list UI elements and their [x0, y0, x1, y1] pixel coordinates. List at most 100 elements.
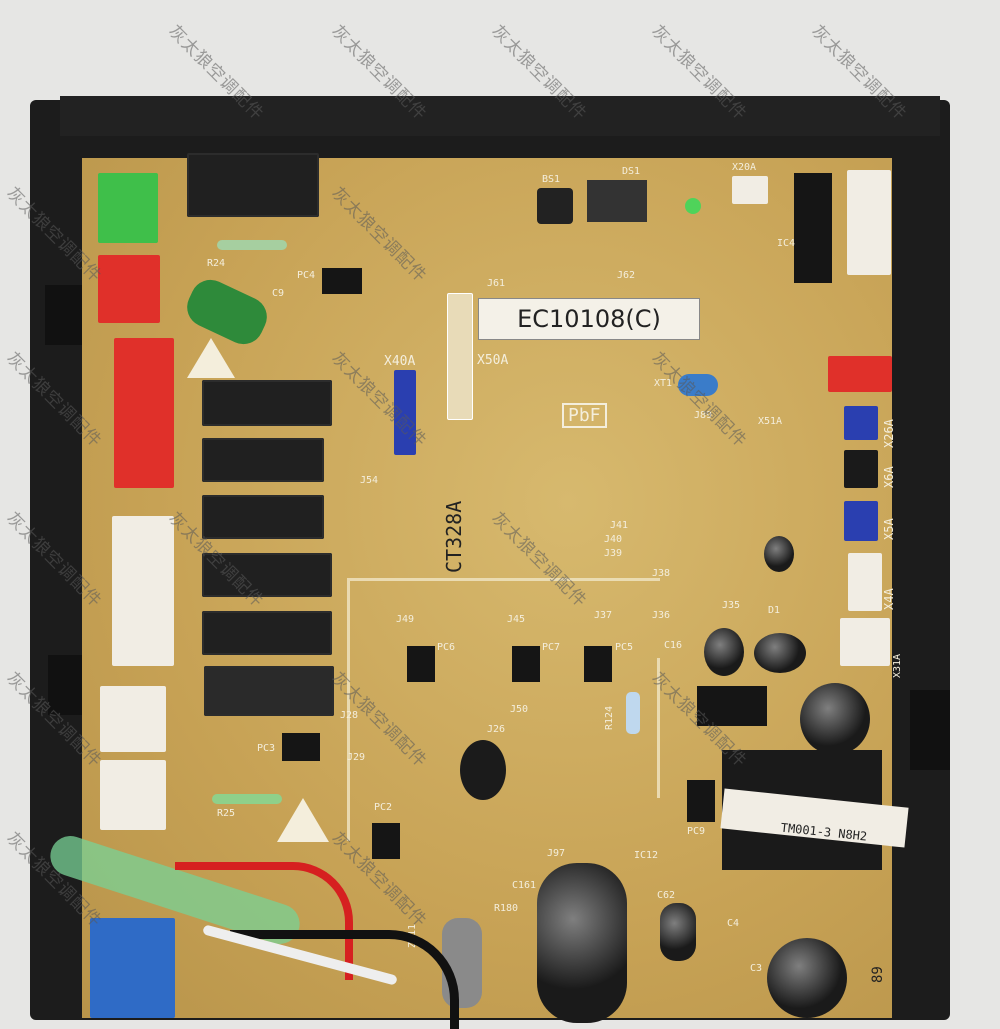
label-x40a: X40A — [384, 354, 416, 369]
ic4 — [794, 173, 832, 283]
relay — [202, 553, 332, 597]
white-connector-x31a[interactable] — [840, 618, 890, 666]
label-j49: J49 — [396, 614, 415, 625]
blue-connector-x26a[interactable] — [844, 406, 878, 440]
pcb-trace — [347, 578, 660, 841]
label-j97: J97 — [547, 848, 566, 859]
optocoupler-pc2 — [372, 823, 400, 859]
label-x31a: X31A — [892, 653, 903, 678]
red-connector-x150[interactable] — [114, 338, 174, 488]
relay — [204, 666, 334, 716]
optocoupler-pc3 — [282, 733, 320, 761]
label-pc7: PC7 — [542, 642, 561, 653]
high-voltage-warning-icon — [187, 338, 235, 378]
electrolytic-capacitor-c16 — [704, 628, 744, 676]
relay — [202, 495, 324, 539]
white-connector[interactable] — [100, 760, 166, 830]
label-j29: J29 — [347, 752, 366, 763]
label-c4: C4 — [727, 918, 740, 929]
push-button-bs1[interactable] — [537, 188, 573, 224]
resistor — [217, 240, 287, 250]
high-voltage-warning-icon — [277, 798, 329, 842]
label-pc2: PC2 — [374, 802, 393, 813]
label-pc3: PC3 — [257, 743, 276, 754]
white-connector-x50a[interactable] — [447, 293, 473, 420]
resistor-r25 — [212, 794, 282, 804]
white-connector[interactable] — [100, 686, 166, 752]
optocoupler-pc5 — [584, 646, 612, 682]
label-c9: C9 — [272, 288, 285, 299]
label-j54: J54 — [360, 475, 379, 486]
optocoupler-pc7 — [512, 646, 540, 682]
label-j26: J26 — [487, 724, 506, 735]
label-j41: J41 — [610, 520, 629, 531]
pcb-trace — [637, 658, 660, 798]
label-pc6: PC6 — [437, 642, 456, 653]
label-x50a: X50A — [477, 353, 509, 368]
label-c62: C62 — [657, 890, 676, 901]
white-connector-x11a[interactable] — [112, 516, 174, 666]
model-label: EC10108(C) — [517, 305, 661, 333]
label-j28: J28 — [340, 710, 359, 721]
relay — [202, 380, 332, 426]
relay — [187, 153, 319, 217]
label-j62: J62 — [617, 270, 636, 281]
label-j36: J36 — [652, 610, 671, 621]
label-pc5: PC5 — [615, 642, 634, 653]
label-c161: C161 — [512, 880, 537, 891]
electrolytic-capacitor — [754, 633, 806, 673]
frame-top-edge — [60, 96, 940, 136]
label-xt1: XT1 — [654, 378, 673, 389]
label-ic4: IC4 — [777, 238, 796, 249]
label-bs1: BS1 — [542, 174, 561, 185]
model-label-sticker: EC10108(C) — [478, 298, 700, 340]
red-connector[interactable] — [98, 255, 160, 323]
label-d1: D1 — [768, 605, 781, 616]
white-connector-x20a[interactable] — [732, 176, 768, 204]
relay — [202, 438, 324, 482]
label-j35: J35 — [722, 600, 741, 611]
electrolytic-capacitor-c3 — [767, 938, 847, 1018]
red-connector-x51a[interactable] — [828, 356, 892, 392]
label-j45: J45 — [507, 614, 526, 625]
blue-connector-x40a[interactable] — [394, 370, 416, 455]
optocoupler-pc9 — [687, 780, 715, 822]
label-corner-89: 89 — [870, 966, 886, 983]
resistor-r124 — [626, 692, 640, 734]
label-ic12: IC12 — [634, 850, 659, 861]
green-connector[interactable] — [98, 173, 158, 243]
black-connector-x6a[interactable] — [844, 450, 878, 488]
power-transistor — [697, 686, 767, 726]
label-r25: R25 — [217, 808, 236, 819]
blue-connector-x5a[interactable] — [844, 501, 878, 541]
label-j61: J61 — [487, 278, 506, 289]
electrolytic-capacitor-c62 — [660, 903, 696, 961]
label-x26a: X26A — [882, 419, 896, 448]
label-c3: C3 — [750, 963, 763, 974]
label-j38: J38 — [652, 568, 671, 579]
label-r124: R124 — [604, 705, 615, 730]
red-wire — [175, 862, 353, 980]
electrolytic-capacitor-c161 — [537, 863, 627, 1023]
label-x4a: X4A — [882, 588, 896, 610]
label-j40: J40 — [604, 534, 623, 545]
label-ds1: DS1 — [622, 166, 641, 177]
white-connector[interactable] — [847, 170, 891, 275]
inductor — [460, 740, 506, 800]
part-code-ct328a: CT328A — [442, 500, 466, 573]
label-j50: J50 — [510, 704, 529, 715]
label-pbf: PbF — [562, 403, 607, 428]
dip-switch-ds1[interactable] — [587, 180, 647, 222]
relay — [202, 611, 332, 655]
white-connector-x4a[interactable] — [848, 553, 882, 611]
frame-clip-right — [910, 690, 950, 770]
blue-connector[interactable] — [90, 918, 175, 1018]
label-x20a: X20A — [732, 162, 757, 173]
label-x6a: X6A — [882, 466, 896, 488]
electrolytic-capacitor — [764, 536, 794, 572]
label-r180: R180 — [494, 903, 519, 914]
label-c16: C16 — [664, 640, 683, 651]
optocoupler-pc4 — [322, 268, 362, 294]
label-pc9: PC9 — [687, 826, 706, 837]
electrolytic-capacitor — [800, 683, 870, 755]
